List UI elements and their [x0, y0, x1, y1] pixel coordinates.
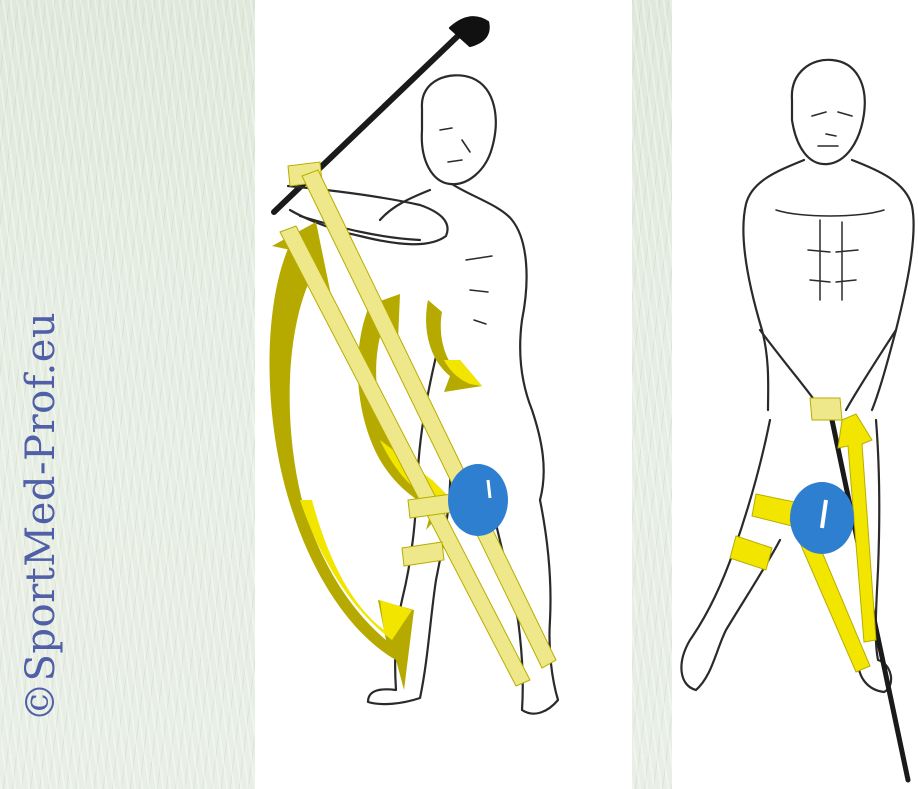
golfer-head — [422, 75, 496, 184]
golfer-torso — [452, 184, 544, 500]
knee-ball-right — [790, 482, 854, 554]
knee-ball-left — [448, 464, 508, 536]
band-shin — [730, 536, 772, 570]
band-knee — [402, 542, 444, 566]
golfer-head-front — [792, 60, 865, 164]
golfer-address-figure — [681, 60, 913, 780]
golfer-torso-front — [743, 160, 913, 410]
band-hands — [810, 398, 842, 420]
golf-club-shaft — [274, 32, 462, 212]
